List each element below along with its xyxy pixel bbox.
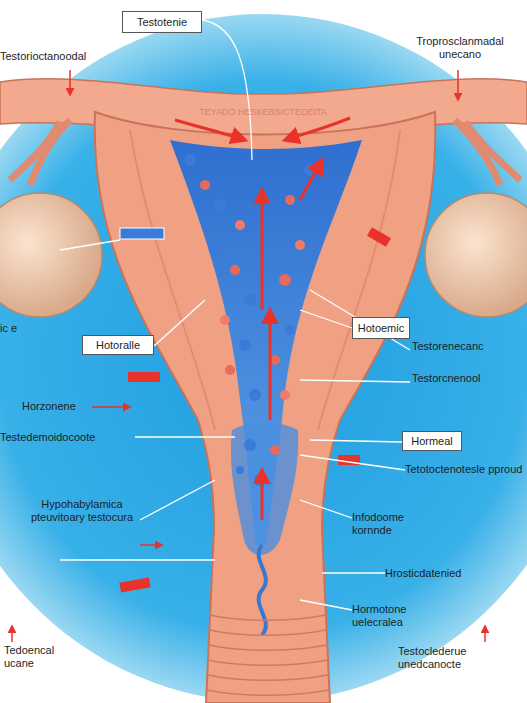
part-label: Hypohabylamica pteuvitoary testocura bbox=[16, 498, 148, 524]
part-label: Troprosclanmadal unecano bbox=[398, 35, 522, 61]
flow-arrows bbox=[175, 118, 350, 520]
callout-arrows bbox=[12, 70, 485, 642]
vaginal-canal bbox=[259, 545, 266, 635]
part-label: Tetotoctenotesle pproud bbox=[405, 463, 525, 476]
cell-dots bbox=[184, 154, 316, 486]
fallopian-tube bbox=[0, 79, 527, 138]
part-label: Testorenecanc bbox=[412, 340, 527, 353]
part-label: Infodoome kornnde bbox=[352, 511, 442, 537]
watermark-text: TEYADO HESKEBSICTEDEITA bbox=[196, 107, 330, 118]
box-label: Hormeal bbox=[411, 435, 453, 448]
part-label: Testoclederue unedcanocte bbox=[398, 645, 524, 671]
label-box: Hotoemic bbox=[352, 317, 410, 339]
background-circle bbox=[0, 14, 527, 702]
ovary bbox=[0, 193, 102, 317]
box-label: Testotenie bbox=[137, 16, 187, 29]
part-label: Testedemoidocoote bbox=[0, 431, 136, 444]
box-label: Hotoralle bbox=[96, 339, 140, 352]
part-label: Tedoencal ucane bbox=[4, 644, 76, 670]
ovary bbox=[425, 193, 527, 317]
part-label: Horzonene bbox=[22, 400, 102, 413]
vaginal-ridges bbox=[207, 615, 329, 695]
label-box: Hormeal bbox=[402, 431, 462, 451]
box-label: Hotoemic bbox=[358, 322, 404, 335]
part-label: ic e bbox=[0, 322, 18, 335]
part-label: Hormotone uelecralea bbox=[352, 603, 452, 629]
part-label: Testorioctanoodal bbox=[0, 50, 112, 63]
cervix-canal bbox=[231, 423, 298, 556]
label-box: Testotenie bbox=[122, 11, 202, 33]
label-box: Hotoralle bbox=[82, 335, 154, 355]
part-label: Hrosticdatenied bbox=[385, 567, 505, 580]
small-tags bbox=[119, 227, 391, 592]
part-label: Testorcnenool bbox=[412, 372, 527, 385]
